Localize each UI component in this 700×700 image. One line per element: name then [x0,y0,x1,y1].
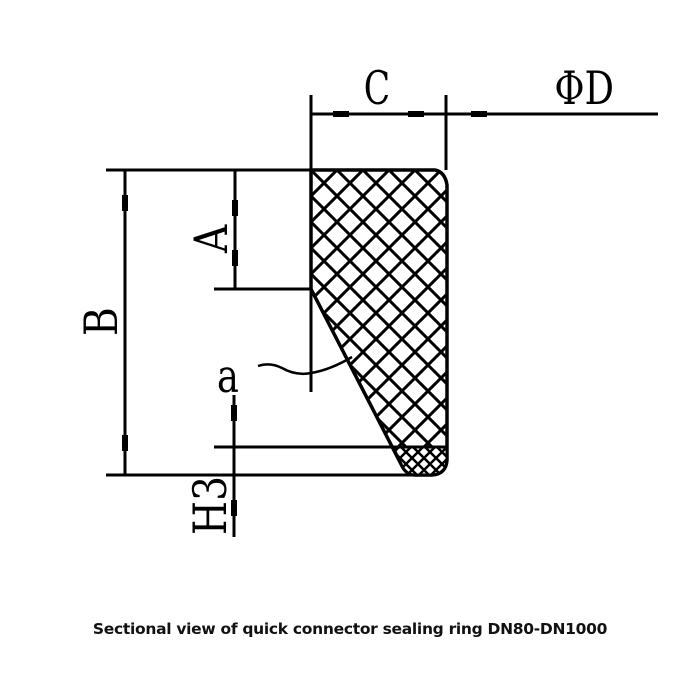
label-a-angle: a [217,349,239,403]
dimension-h3: H3 [184,395,238,537]
sealing-ring-section-drawing: C ΦD B A a H3 [75,61,658,537]
dimension-b: B [75,170,129,475]
angle-a-leader: a [217,349,353,403]
dimension-a: A [185,170,239,289]
figure-caption: Sectional view of quick connector sealin… [92,620,608,638]
label-c: C [364,61,390,115]
label-h3: H3 [184,476,238,535]
seal-profile [309,168,449,477]
label-b: B [75,307,129,336]
seal-hatched-body [309,168,449,477]
label-a-upper: A [185,224,239,254]
label-phi-d: ΦD [554,61,614,115]
dimension-c: C ΦD [309,61,658,392]
